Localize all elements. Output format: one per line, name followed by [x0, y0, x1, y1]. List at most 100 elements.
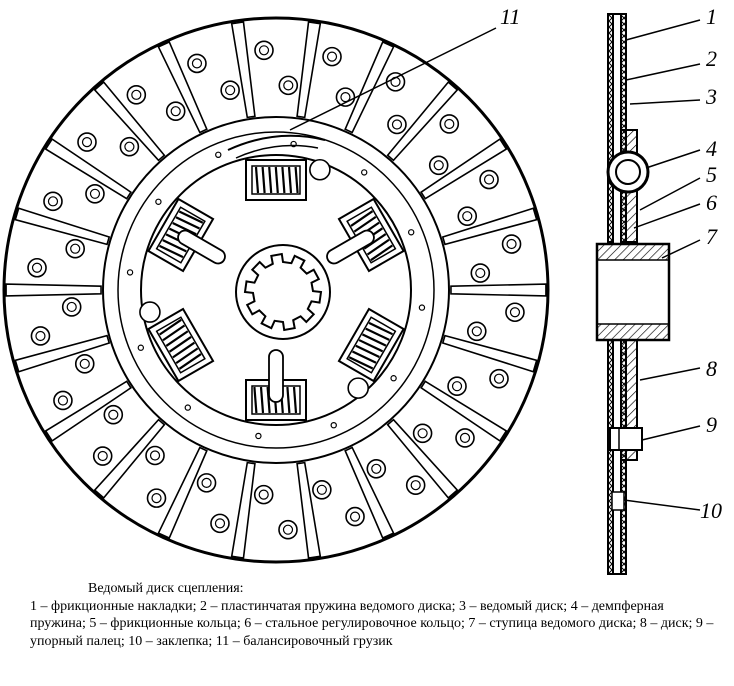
- segment-gap: [230, 461, 256, 559]
- clutch-disc-drawing: 1 2 3 4 5 6 7 8 9 10 11: [2, 4, 722, 575]
- hub-flange: [140, 154, 412, 426]
- rivet: [412, 423, 433, 444]
- balance-weight-inner: [235, 144, 319, 159]
- spring-coil: [268, 166, 273, 194]
- rivet: [220, 80, 240, 100]
- driven-disc-edge: [117, 131, 435, 449]
- balance-weight: [227, 134, 326, 151]
- rivet: [447, 376, 467, 396]
- rivet: [103, 404, 124, 425]
- rivet-hole: [66, 301, 77, 313]
- spring-coil: [368, 321, 393, 336]
- rivet-hole: [81, 136, 93, 148]
- leader-lines: [289, 19, 701, 511]
- spring-coil: [287, 166, 293, 194]
- spring-coil: [358, 339, 384, 353]
- spring-coil: [162, 324, 186, 342]
- spring-coil: [172, 341, 196, 359]
- rivet: [278, 519, 298, 540]
- rivet-hole: [201, 477, 212, 488]
- segment-gap: [441, 207, 538, 246]
- rivet-hole: [283, 80, 294, 91]
- stop-pin-slot: [326, 229, 375, 265]
- callout-5: 5: [706, 162, 717, 187]
- rivet-hole: [349, 511, 361, 522]
- rivet: [146, 488, 167, 508]
- rivet: [505, 302, 525, 323]
- hub-spline: [243, 252, 323, 332]
- rivet: [85, 184, 105, 204]
- spring-coil: [361, 333, 387, 347]
- rivet: [312, 480, 332, 500]
- rivet: [165, 101, 186, 122]
- stop-pin-slot: [177, 229, 226, 265]
- rivet-hole: [483, 174, 495, 185]
- rivet-hole: [149, 450, 161, 461]
- rivet: [335, 87, 356, 107]
- segment-gap: [420, 137, 508, 200]
- rivet-hole: [506, 238, 517, 250]
- rivet: [126, 85, 147, 105]
- rivet: [254, 40, 274, 61]
- rivet: [439, 114, 460, 134]
- damper-spring: [147, 307, 215, 383]
- figure-caption: Ведомый диск сцепления: 1 – фрикционные …: [0, 580, 734, 650]
- spring-coil: [162, 239, 187, 253]
- segment-gap: [44, 380, 132, 443]
- flange-rivet: [255, 432, 262, 440]
- spring-coil: [266, 386, 271, 414]
- segment-gap: [441, 334, 538, 373]
- rivet-hole: [191, 58, 203, 69]
- segment-gap: [230, 21, 256, 119]
- caption-title: Ведомый диск сцепления:: [88, 581, 244, 596]
- rivet-hole: [410, 480, 421, 491]
- flange-hole: [347, 377, 369, 399]
- friction-lining-outer-edge: [2, 16, 550, 564]
- flange-rivet: [418, 304, 426, 311]
- rivet: [385, 72, 406, 92]
- callout-7: 7: [706, 224, 718, 249]
- rivet-hole: [70, 243, 81, 254]
- rivet-hole: [471, 326, 482, 337]
- rivet-hole: [151, 493, 162, 504]
- spring-coil: [159, 318, 182, 336]
- rivet: [77, 132, 97, 152]
- rivet: [345, 506, 365, 527]
- flange-rivet: [184, 404, 191, 411]
- flange-hole: [139, 301, 161, 323]
- spring-coil: [294, 166, 299, 194]
- rivet-hole: [35, 330, 46, 342]
- rivet-hole: [124, 141, 135, 152]
- rivet-hole: [47, 196, 59, 207]
- spring-coil: [261, 166, 266, 194]
- spring-coil: [259, 386, 265, 414]
- rivet: [253, 484, 274, 505]
- segment-gap: [296, 21, 322, 119]
- callout-4: 4: [706, 136, 717, 161]
- side-hub-lower-hatch: [596, 323, 670, 341]
- rivet-hole: [391, 119, 403, 130]
- callout-2: 2: [706, 46, 717, 71]
- damper-spring: [245, 159, 307, 201]
- segment-gap: [296, 461, 322, 559]
- rivet: [489, 368, 509, 389]
- rivet: [196, 473, 217, 493]
- flange-holes: [126, 140, 426, 440]
- rivet-hole: [108, 409, 119, 420]
- rivet-hole: [316, 484, 327, 495]
- segment-gap: [344, 446, 395, 540]
- spring-coil: [178, 353, 202, 370]
- rivet: [65, 238, 86, 259]
- segment-gap: [5, 283, 102, 297]
- segment-gap: [14, 207, 111, 246]
- rivet-hole: [79, 358, 90, 369]
- front-view: [2, 16, 550, 564]
- side-hub-upper-hatch: [596, 243, 670, 261]
- spring-coil: [363, 233, 387, 250]
- spring-coil: [366, 238, 390, 256]
- rivet-hole: [371, 463, 382, 474]
- flange-rivet: [126, 269, 134, 276]
- flange-rivet: [137, 344, 145, 351]
- callout-6: 6: [706, 190, 717, 215]
- rivet-hole: [433, 160, 444, 171]
